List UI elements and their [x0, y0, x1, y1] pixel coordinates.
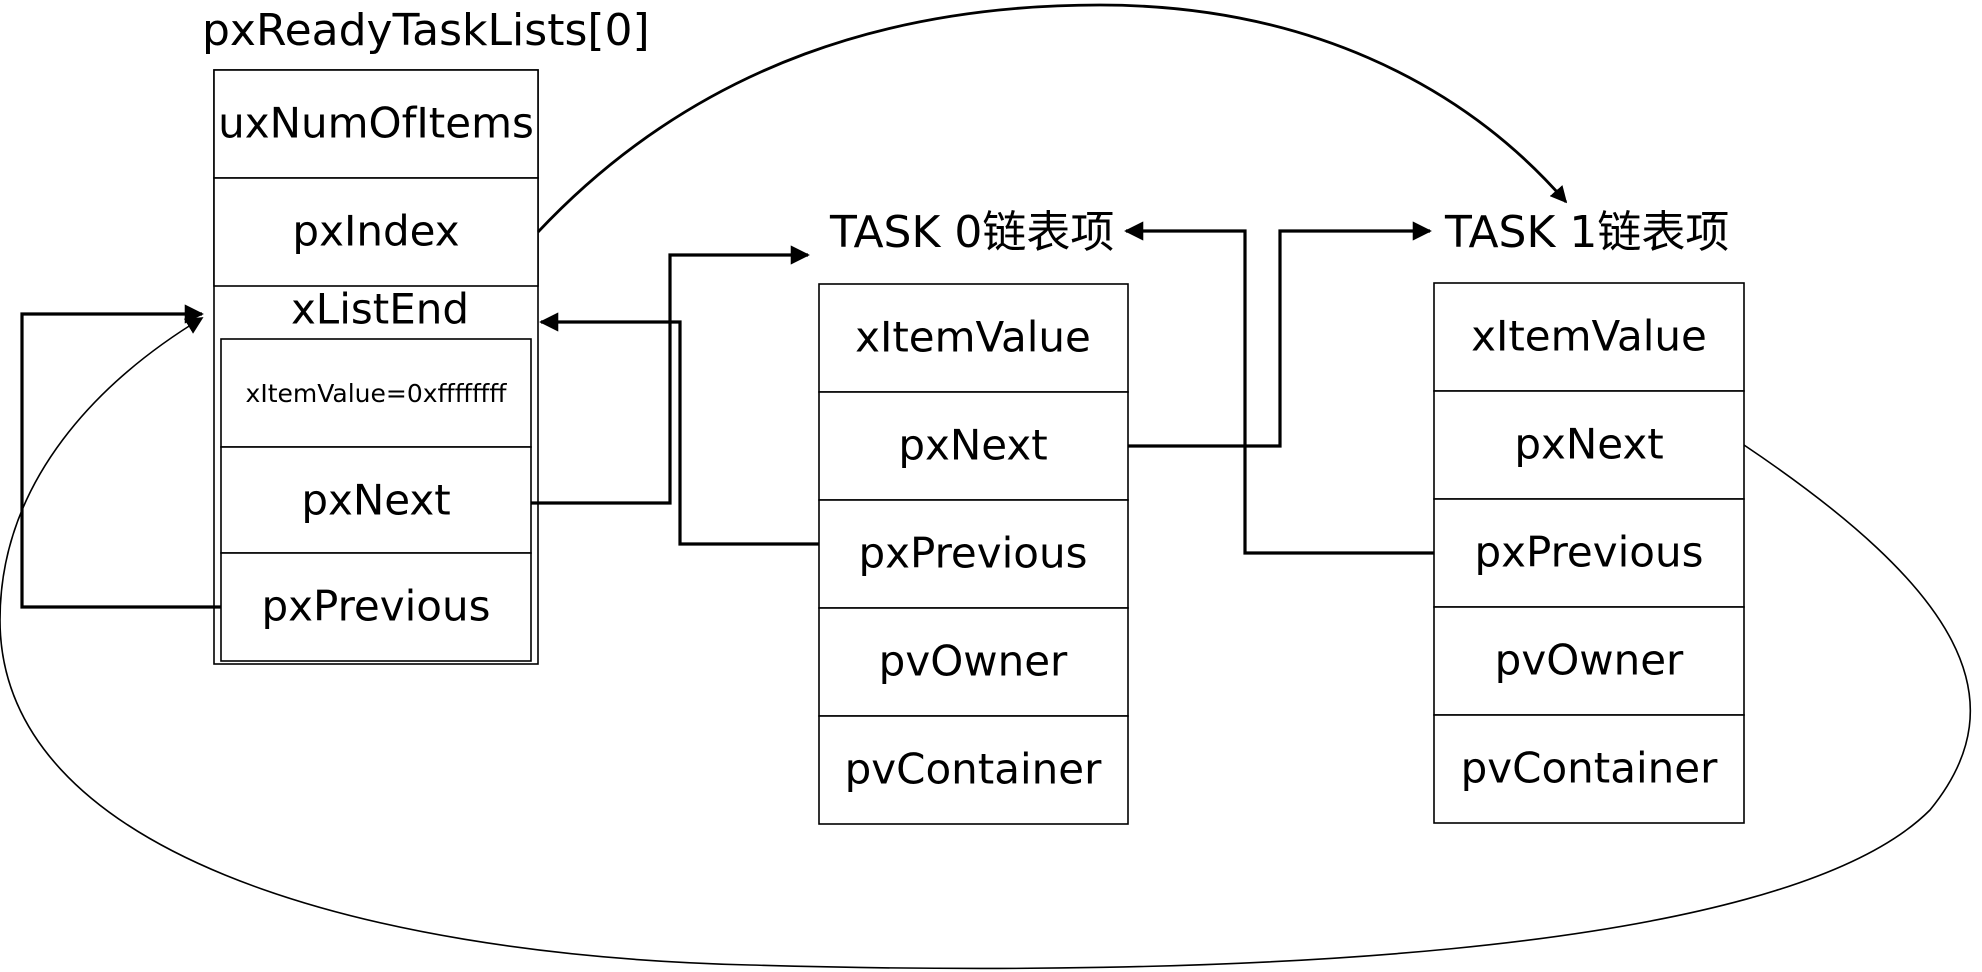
end-next-to-task0-arrow [531, 245, 810, 505]
task1-container-label: pvContainer [1461, 744, 1718, 793]
list-end-item: xItemValue=0xffffffff pxNext pxPrevious [220, 338, 532, 662]
task0-next-cell [818, 391, 1129, 501]
task1-previous-to-task0-arrow [1124, 221, 1434, 555]
px-index-cell [213, 177, 539, 287]
task0-next-to-task1-arrow [1128, 221, 1432, 448]
task1-owner-label: pvOwner [1495, 636, 1684, 685]
task1-item-value-cell [1433, 282, 1745, 392]
ready-list: pxReadyTaskLists[0] uxNumOfItems pxIndex… [202, 5, 650, 665]
task1-previous-label: pxPrevious [1474, 528, 1703, 577]
task1-next-cell [1433, 390, 1745, 500]
px-index-to-task1-arrow [536, 3, 1568, 233]
ux-num-of-items-label: uxNumOfItems [218, 99, 534, 148]
ux-num-of-items-cell [213, 69, 539, 179]
task0-owner-cell [818, 607, 1129, 717]
px-index-label: pxIndex [292, 207, 459, 256]
end-item-next-cell [220, 446, 532, 554]
task1-previous-cell [1433, 498, 1745, 608]
task0-previous-to-list-end-arrow [539, 312, 819, 546]
task0-title: TASK 0链表项 [829, 207, 1114, 258]
task0-previous-label: pxPrevious [858, 529, 1087, 578]
task1-item-value-label: xItemValue [1471, 312, 1707, 361]
x-list-end-label: xListEnd [291, 285, 469, 334]
task0-list-item: TASK 0链表项 xItemValue pxNext pxPrevious p… [818, 207, 1129, 825]
task0-container-label: pvContainer [845, 745, 1102, 794]
task1-container-cell [1433, 714, 1745, 824]
end-previous-to-list-end-arrow [20, 304, 221, 609]
task0-container-cell [818, 715, 1129, 825]
end-item-value-cell [220, 338, 532, 448]
task1-list-item: TASK 1链表项 xItemValue pxNext pxPrevious p… [1433, 207, 1745, 824]
task1-next-label: pxNext [1514, 420, 1663, 469]
task0-owner-label: pvOwner [879, 637, 1068, 686]
end-item-next-label: pxNext [301, 476, 450, 525]
ready-list-title: pxReadyTaskLists[0] [202, 5, 650, 56]
task0-item-value-cell [818, 283, 1129, 393]
end-item-value-label: xItemValue=0xffffffff [246, 379, 508, 408]
task0-next-label: pxNext [898, 421, 1047, 470]
pointer-connectors [0, 3, 1972, 970]
task1-title: TASK 1链表项 [1444, 207, 1729, 258]
task1-owner-cell [1433, 606, 1745, 716]
task0-previous-cell [818, 499, 1129, 609]
end-item-previous-label: pxPrevious [261, 582, 490, 631]
task0-item-value-label: xItemValue [855, 313, 1091, 362]
task1-next-to-list-end-arrow [0, 317, 1972, 970]
